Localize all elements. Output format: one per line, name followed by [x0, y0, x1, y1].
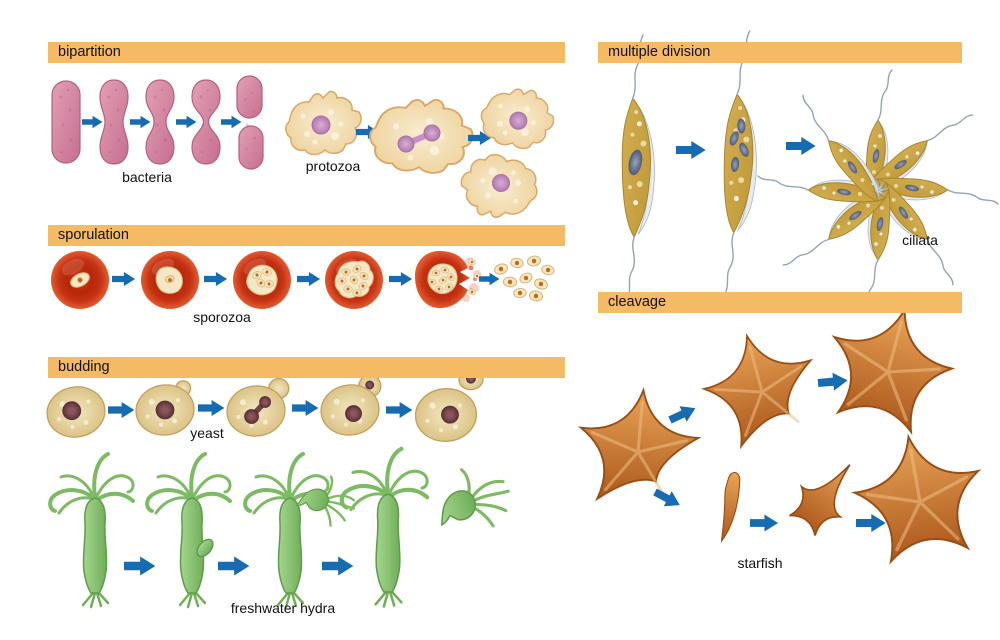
- arrow-icon: [124, 556, 156, 576]
- section-header-budding: budding: [48, 357, 565, 378]
- label-freshwater-hydra: freshwater hydra: [230, 600, 336, 616]
- ciliata-stage-3-rosette: [757, 69, 999, 311]
- arrow-icon: [750, 514, 779, 532]
- sporozoa-stage-3: [233, 251, 291, 309]
- arrow-icon: [176, 115, 197, 129]
- arrow-icon: [82, 115, 103, 129]
- bacteria-stage-4: [191, 79, 221, 165]
- hydra-stage-1: [48, 452, 136, 609]
- protozoa-stage-1: [285, 90, 362, 156]
- yeast-sequence: [42, 369, 484, 445]
- label-sporozoa: sporozoa: [193, 309, 251, 325]
- arrow-icon: [198, 400, 225, 416]
- arrow-icon: [112, 272, 136, 286]
- arrow-icon: [292, 400, 319, 416]
- protozoa-stage-2: [364, 90, 478, 181]
- ciliata-stage-2: [705, 30, 769, 297]
- starfish-sequence: [575, 294, 991, 565]
- sporozoa-stage-1: [51, 251, 109, 309]
- bacteria-stage-3: [145, 79, 175, 165]
- arrow-icon: [786, 137, 816, 155]
- bacteria-stage-1: [51, 80, 81, 164]
- protozoa-stage-3b: [451, 144, 546, 231]
- bacteria-stage-5: [236, 75, 264, 170]
- label-protozoa: protozoa: [305, 158, 361, 174]
- yeast-stage-2: [132, 380, 198, 440]
- hydra-stage-3: [243, 452, 331, 609]
- starfish-damaged: [575, 385, 702, 507]
- arrow-icon: [817, 371, 849, 392]
- yeast-stage-3: [223, 377, 290, 440]
- section-header-bipartition: bipartition: [48, 42, 565, 63]
- section-header-cleavage: cleavage: [598, 292, 962, 313]
- arrow-icon: [221, 115, 242, 129]
- arrow-icon: [322, 556, 354, 576]
- hydra-stage-4: [342, 449, 427, 607]
- label-yeast: yeast: [190, 425, 224, 441]
- arrow-icon: [651, 484, 684, 513]
- sporozoa-stage-2: [141, 251, 199, 309]
- starfish-regrown-bottom: [847, 426, 991, 565]
- protozoa-sequence: [285, 78, 561, 231]
- arrow-icon: [856, 514, 886, 532]
- ciliata-sequence: [598, 30, 999, 311]
- arrow-icon: [297, 272, 321, 286]
- arrow-icon: [389, 272, 413, 286]
- sporozoa-stage-5: [415, 250, 482, 309]
- bacteria-sequence: [51, 75, 264, 170]
- starfish-regenerating: [694, 322, 828, 452]
- arrow-icon: [130, 115, 151, 129]
- arrow-icon: [479, 272, 500, 286]
- sporozoa-sequence: [51, 250, 556, 309]
- yeast-stage-1: [42, 381, 110, 443]
- yeast-stage-5: [412, 369, 484, 445]
- label-bacteria: bacteria: [122, 169, 172, 185]
- label-ciliata: ciliata: [902, 232, 938, 248]
- hydra-stage-2: [145, 452, 233, 609]
- arrow-icon: [666, 400, 700, 428]
- arrow-icon: [204, 272, 228, 286]
- ciliata-stage-1: [598, 34, 672, 301]
- yeast-stage-4: [317, 374, 383, 440]
- sporozoa-stage-4: [325, 251, 383, 309]
- arrow-icon: [108, 402, 135, 418]
- label-starfish: starfish: [737, 555, 783, 571]
- section-header-sporulation: sporulation: [48, 225, 565, 246]
- starfish-regrown-top: [816, 294, 963, 437]
- arrow-icon: [218, 556, 250, 576]
- arrow-icon: [386, 402, 413, 418]
- arrow-icon: [676, 141, 706, 159]
- protozoa-stage-3a: [474, 78, 561, 157]
- starfish-arm-fragment: [715, 471, 744, 542]
- bacteria-stage-2: [99, 79, 129, 165]
- hydra-sequence: [48, 449, 519, 609]
- section-header-multiple-division: multiple division: [598, 42, 962, 63]
- hydra-young-detached: [426, 456, 519, 543]
- sporozoa-stage-6: [492, 254, 556, 303]
